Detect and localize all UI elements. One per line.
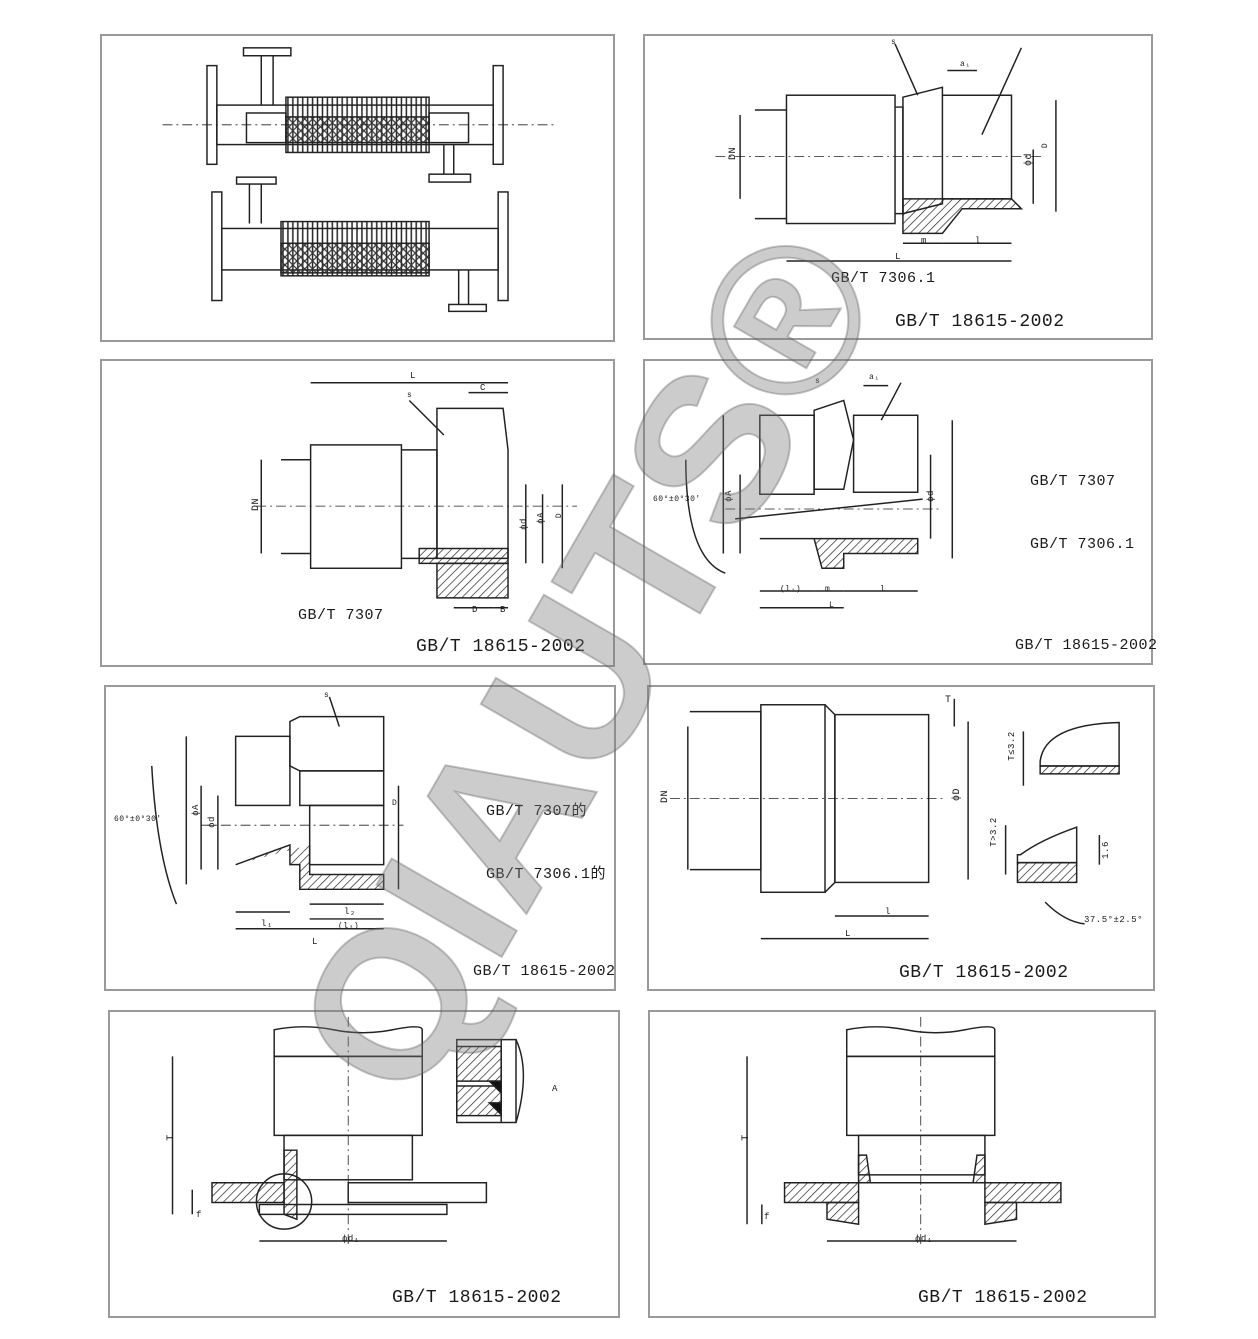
dim-C: C [480,383,486,393]
dim-angle: 60°±0°30' [653,495,701,504]
caption-standard-1: GB/T 7307 [298,607,384,624]
caption-standard-1: GB/T 18615-2002 [899,963,1069,983]
dim-l: l [880,585,886,594]
caption-standard-1: GB/T 18615-2002 [392,1288,562,1308]
dim-A: ϕA [723,490,734,502]
dim-a1: a₁ [869,373,880,382]
dim-A: A [552,1084,558,1094]
dim-dn: DN [251,497,263,512]
dim-l3: (l₃) [338,922,360,931]
dim-m: m [825,585,831,594]
weld-neck-flange-drawing [746,1016,1062,1244]
dim-l1: (l₁) [780,585,802,594]
dim-B: B [500,605,506,615]
dim-T: T [945,695,952,706]
dim-d: ϕd [518,518,529,530]
dim-s: s [815,377,821,386]
caption-standard-1: GB/T 18615-2002 [918,1288,1088,1308]
dim-d1: ϕd₁ [915,1234,933,1244]
dim-L: L [410,371,416,381]
dim-T: T [740,1134,752,1141]
panel-female-union-fitting: DN L C s D B ϕd ϕA D GB/T 7307 GB/T 1861… [100,359,615,667]
dim-D: D [472,605,478,615]
caption-standard-2: GB/T 7306.1的 [486,866,607,883]
dim-L: L [312,937,318,947]
dim-d: ϕd [1024,152,1036,167]
dim-t-gt: T>3.2 [988,817,999,847]
panel-male-thread-fitting: DN ϕd D s a₁ m l L GB/T 7306.1 GB/T 1861… [643,34,1153,340]
dim-D: D [1041,142,1051,149]
dim-D: ϕD [952,787,964,802]
dim-d: ϕd [925,490,936,502]
male-union-fitting-drawing [685,382,954,609]
dim-L: L [845,929,851,939]
dim-f: f [764,1212,770,1222]
dim-angle: 60°±0°30' [114,815,162,824]
caption-standard-2: GB/T 18615-2002 [895,312,1065,332]
dim-a1: a₁ [960,60,971,69]
dim-l2: l₂ [344,907,356,917]
dim-L: L [895,252,901,262]
dim-l: l [975,236,981,246]
weld-end-fitting-drawing [670,698,1120,940]
caption-standard-2: GB/T 7306.1 [1030,536,1135,553]
dim-dn: DN [660,789,672,804]
panel-weld-neck-flange: T f ϕd₁ GB/T 18615-2002 [648,1010,1156,1318]
panel-weld-end-fitting: DN ϕD T l L T≤3.2 T>3.2 1.6 37.5°±2.5° G… [647,685,1155,991]
dim-t-le: T≤3.2 [1006,731,1017,761]
panel-slip-on-flange-weld: T f ϕd₁ A GB/T 18615-2002 [108,1010,620,1318]
dim-d1: ϕd₁ [342,1234,360,1244]
caption-standard-1: GB/T 7307 [1030,473,1116,490]
dim-A: ϕA [190,804,201,816]
caption-standard-3: GB/T 18615-2002 [1015,637,1158,654]
panel-female-threaded-union: 60°±0°30' ϕA ϕd D s l₁ l₂ (l₃) L GB/T 73… [104,685,616,991]
bellows-assembly-drawing [162,47,558,313]
dim-dn: DN [728,146,740,161]
dim-height: 1.6 [1100,841,1111,859]
dim-l1: l₁ [261,919,273,929]
panel-male-union-fitting: 60°±0°30' ϕA ϕd s a₁ (l₁) m l L GB/T 730… [643,359,1157,665]
dim-s: s [407,391,413,400]
dim-D: D [392,799,398,808]
slip-on-flange-weld-drawing [171,1016,525,1244]
dim-f: f [196,1210,202,1220]
caption-standard-2: GB/T 18615-2002 [416,637,586,657]
dim-L: L [829,601,835,610]
caption-standard-1: GB/T 7307的 [486,803,588,820]
dim-s: s [891,38,897,47]
dim-A: ϕA [535,512,546,524]
dim-T: T [165,1134,177,1141]
dim-d: ϕd [206,816,217,828]
caption-standard-3: GB/T 18615-2002 [473,963,616,980]
panel-bellows-assembly [100,34,615,342]
dim-l: l [885,907,891,917]
female-threaded-union-drawing [151,696,404,930]
dim-m: m [921,236,927,246]
male-thread-fitting-drawing [715,43,1057,262]
dim-D2: D [555,512,565,519]
female-union-fitting-drawing [256,381,578,609]
dim-s: s [324,691,330,700]
caption-standard-1: GB/T 7306.1 [831,270,936,287]
dim-angle: 37.5°±2.5° [1084,915,1144,925]
